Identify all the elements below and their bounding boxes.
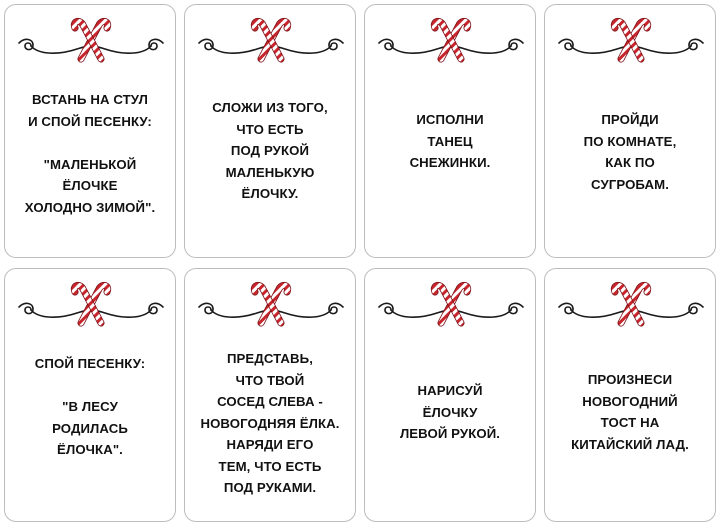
card-text-line: НАРЯДИ ЕГО bbox=[226, 437, 314, 452]
card-text-line: ПО КОМНАТЕ, bbox=[583, 133, 677, 149]
card-text-line: ЛЕВОЙ РУКОЙ. bbox=[399, 426, 501, 441]
card-task-text: ИСПОЛНИ ТАНЕЦ СНЕЖИНКИ. bbox=[369, 109, 531, 174]
card-text-line bbox=[9, 132, 171, 154]
card-text-line: ТЕМ, ЧТО ЕСТЬ bbox=[218, 458, 322, 474]
task-card: СПОЙ ПЕСЕНКУ: "В ЛЕСУ РОДИЛАСЬ ЁЛОЧКА". bbox=[4, 268, 176, 522]
card-task-text: СПОЙ ПЕСЕНКУ: "В ЛЕСУ РОДИЛАСЬ ЁЛОЧКА". bbox=[9, 353, 171, 461]
card-text-line: СОСЕД СЛЕВА - bbox=[217, 394, 323, 409]
card-text-line: ПОД РУКОЙ bbox=[230, 143, 310, 158]
card-task-text: ПРЕДСТАВЬ, ЧТО ТВОЙ СОСЕД СЛЕВА - НОВОГОДНЯ… bbox=[189, 348, 351, 499]
card-text-line: ЁЛОЧКУ. bbox=[241, 186, 299, 201]
card-text-line: ИСПОЛНИ bbox=[416, 112, 484, 127]
card-text-line: ПРОЙДИ bbox=[601, 112, 659, 127]
card-text-line: МАЛЕНЬКУЮ bbox=[225, 164, 315, 180]
card-task-text: СЛОЖИ ИЗ ТОГО, ЧТО ЕСТЬ ПОД РУКОЙ МАЛЕНЬКУЮ… bbox=[189, 97, 351, 205]
task-card: ВСТАНЬ НА СТУЛ И СПОЙ ПЕСЕНКУ: "МАЛЕНЬКОЙ Ё… bbox=[4, 4, 176, 258]
card-text-line: ВСТАНЬ НА СТУЛ bbox=[32, 92, 148, 107]
card-task-text: ВСТАНЬ НА СТУЛ И СПОЙ ПЕСЕНКУ: "МАЛЕНЬКОЙ Ё… bbox=[9, 89, 171, 218]
task-card: НАРИСУЙ ЁЛОЧКУ ЛЕВОЙ РУКОЙ. bbox=[364, 268, 536, 522]
card-text-line: КИТАЙСКИЙ ЛАД. bbox=[571, 436, 689, 452]
card-text-line: СНЕЖИНКИ. bbox=[409, 155, 491, 170]
card-text-line: ЁЛОЧКА". bbox=[57, 442, 123, 457]
candy-cane-icon bbox=[18, 17, 164, 63]
task-card: ПРЕДСТАВЬ, ЧТО ТВОЙ СОСЕД СЛЕВА - НОВОГОДНЯ… bbox=[184, 268, 356, 522]
card-text-line: СПОЙ ПЕСЕНКУ: bbox=[34, 356, 146, 371]
card-text-line: ТОСТ НА bbox=[600, 415, 660, 430]
card-task-text: ПРОИЗНЕСИ НОВОГОДНИЙ ТОСТ НА КИТАЙСКИЙ ЛАД. bbox=[549, 369, 711, 455]
card-text-line: ТАНЕЦ bbox=[427, 133, 473, 149]
card-text-line bbox=[9, 375, 171, 397]
card-text-line: ПРЕДСТАВЬ, bbox=[226, 351, 314, 366]
card-text-line: СУГРОБАМ. bbox=[591, 176, 669, 192]
card-text-line: РОДИЛАСЬ bbox=[52, 420, 128, 436]
candy-cane-icon bbox=[378, 281, 524, 327]
card-text-line: ХОЛОДНО ЗИМОЙ". bbox=[24, 199, 156, 215]
task-card: ИСПОЛНИ ТАНЕЦ СНЕЖИНКИ. bbox=[364, 4, 536, 258]
candy-cane-icon bbox=[198, 281, 344, 327]
card-task-text: ПРОЙДИ ПО КОМНАТЕ, КАК ПО СУГРОБАМ. bbox=[549, 109, 711, 195]
task-card: СЛОЖИ ИЗ ТОГО, ЧТО ЕСТЬ ПОД РУКОЙ МАЛЕНЬКУЮ… bbox=[184, 4, 356, 258]
card-text-line: ПРОИЗНЕСИ bbox=[587, 372, 673, 387]
card-task-text: НАРИСУЙ ЁЛОЧКУ ЛЕВОЙ РУКОЙ. bbox=[369, 380, 531, 445]
card-text-line: ЧТО ЕСТЬ bbox=[236, 121, 304, 137]
card-text-line: "В ЛЕСУ bbox=[62, 399, 118, 414]
card-text-line: НОВОГОДНИЙ bbox=[582, 393, 678, 409]
card-text-line: ЁЛОЧКУ bbox=[422, 404, 478, 420]
candy-cane-icon bbox=[558, 281, 704, 327]
card-text-line: ЁЛОЧКЕ bbox=[62, 178, 118, 193]
card-text-line: ПОД РУКАМИ. bbox=[223, 480, 317, 495]
card-text-line: КАК ПО bbox=[605, 155, 655, 170]
candy-cane-icon bbox=[198, 17, 344, 63]
card-text-line: "МАЛЕНЬКОЙ bbox=[43, 156, 137, 172]
candy-cane-icon bbox=[378, 17, 524, 63]
task-card: ПРОИЗНЕСИ НОВОГОДНИЙ ТОСТ НА КИТАЙСКИЙ ЛАД. bbox=[544, 268, 716, 522]
card-text-line: НОВОГОДНЯЯ ЁЛКА. bbox=[200, 415, 340, 431]
candy-cane-icon bbox=[18, 281, 164, 327]
card-text-line: СЛОЖИ ИЗ ТОГО, bbox=[212, 100, 328, 115]
card-text-line: И СПОЙ ПЕСЕНКУ: bbox=[28, 113, 152, 129]
task-card: ПРОЙДИ ПО КОМНАТЕ, КАК ПО СУГРОБАМ. bbox=[544, 4, 716, 258]
card-text-line: ЧТО ТВОЙ bbox=[235, 372, 305, 388]
candy-cane-icon bbox=[558, 17, 704, 63]
card-text-line: НАРИСУЙ bbox=[417, 383, 483, 398]
